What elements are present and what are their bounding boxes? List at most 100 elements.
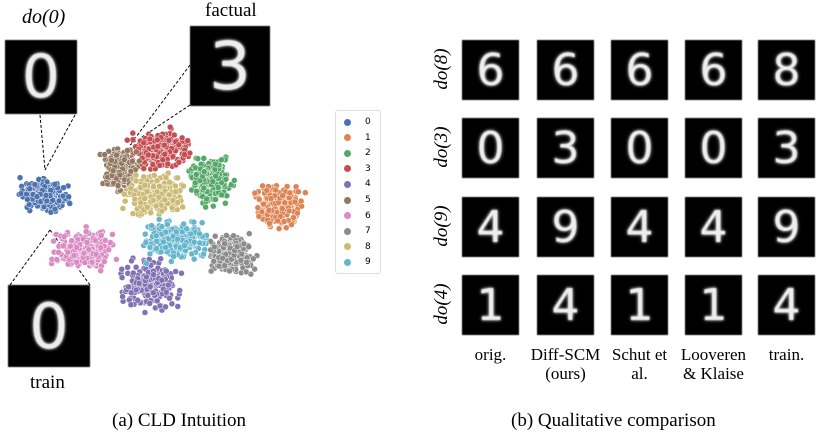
point — [113, 151, 120, 159]
point — [238, 250, 246, 258]
point — [98, 232, 105, 239]
point — [124, 136, 131, 144]
point — [158, 223, 166, 230]
point — [288, 221, 295, 228]
digit-image: 4 — [537, 275, 594, 335]
legend-label: 2 — [365, 148, 371, 159]
column-label: train. — [768, 345, 805, 364]
legend-item: 1 — [344, 131, 371, 145]
point — [158, 207, 166, 215]
point — [281, 199, 288, 207]
legend-label: 3 — [365, 163, 371, 174]
point — [91, 237, 99, 244]
point — [150, 183, 157, 190]
point — [203, 195, 210, 203]
point — [125, 283, 132, 291]
point — [155, 216, 163, 223]
point — [279, 192, 286, 199]
cluster-digit-2 — [185, 153, 238, 211]
point — [180, 182, 187, 190]
point — [153, 177, 161, 184]
point — [121, 190, 128, 198]
legend-marker — [344, 196, 351, 204]
cluster-digit-8 — [119, 169, 187, 219]
legend-item: 9 — [344, 255, 371, 269]
point — [251, 189, 259, 197]
point — [147, 209, 155, 217]
point — [131, 195, 139, 203]
point — [60, 233, 68, 241]
point — [198, 219, 206, 226]
point — [137, 199, 144, 207]
point — [161, 141, 168, 149]
point — [132, 286, 140, 294]
digit-image: 3 — [537, 118, 594, 178]
point — [180, 220, 187, 228]
point — [133, 148, 140, 156]
point — [146, 244, 154, 251]
point — [149, 161, 157, 168]
point — [190, 218, 198, 226]
cluster-digit-0 — [15, 174, 73, 216]
point — [230, 232, 237, 239]
point — [297, 197, 305, 205]
point — [149, 197, 157, 204]
point — [146, 135, 154, 143]
tsne-scatter — [9, 64, 309, 316]
row-label: do(8) — [431, 48, 452, 90]
digit-image: 4 — [611, 197, 668, 257]
point — [33, 193, 41, 200]
point — [242, 268, 250, 276]
point — [66, 200, 73, 207]
inset-connector-line — [44, 114, 76, 171]
point — [65, 193, 72, 200]
point — [132, 263, 140, 271]
point — [226, 267, 233, 275]
point — [150, 289, 157, 297]
point — [156, 183, 163, 190]
legend-label: 4 — [365, 179, 371, 190]
point — [210, 258, 217, 265]
point — [209, 178, 217, 185]
point — [211, 243, 218, 251]
point — [55, 249, 62, 256]
point — [221, 262, 228, 269]
row-label: do(4) — [431, 283, 452, 325]
point — [132, 172, 140, 179]
point — [246, 230, 253, 237]
point — [265, 207, 273, 214]
factual-inset-image: 3 — [190, 26, 270, 106]
point — [164, 160, 172, 168]
cluster-digit-4 — [117, 254, 185, 316]
point — [207, 267, 215, 275]
point — [116, 171, 124, 179]
point — [129, 158, 136, 165]
point — [97, 267, 104, 275]
point — [162, 244, 169, 251]
point — [156, 162, 164, 169]
point — [165, 281, 172, 289]
point — [64, 249, 72, 256]
point — [200, 155, 208, 162]
point — [159, 156, 167, 164]
point — [260, 200, 267, 208]
point — [168, 300, 176, 308]
point — [165, 191, 173, 199]
point — [275, 225, 283, 232]
point — [155, 194, 163, 201]
point — [222, 200, 229, 207]
legend-item: 2 — [344, 146, 371, 160]
point — [250, 255, 257, 263]
caption-b: (b) Qualitative comparison — [511, 410, 716, 431]
point — [148, 222, 155, 229]
point — [101, 151, 108, 158]
point — [255, 213, 263, 220]
column-label: Diff-SCM (ours) — [530, 345, 601, 383]
point — [190, 255, 198, 263]
point — [211, 232, 219, 240]
point — [114, 182, 122, 189]
point — [237, 257, 245, 264]
point — [181, 242, 188, 249]
point — [108, 157, 115, 164]
point — [193, 171, 200, 178]
